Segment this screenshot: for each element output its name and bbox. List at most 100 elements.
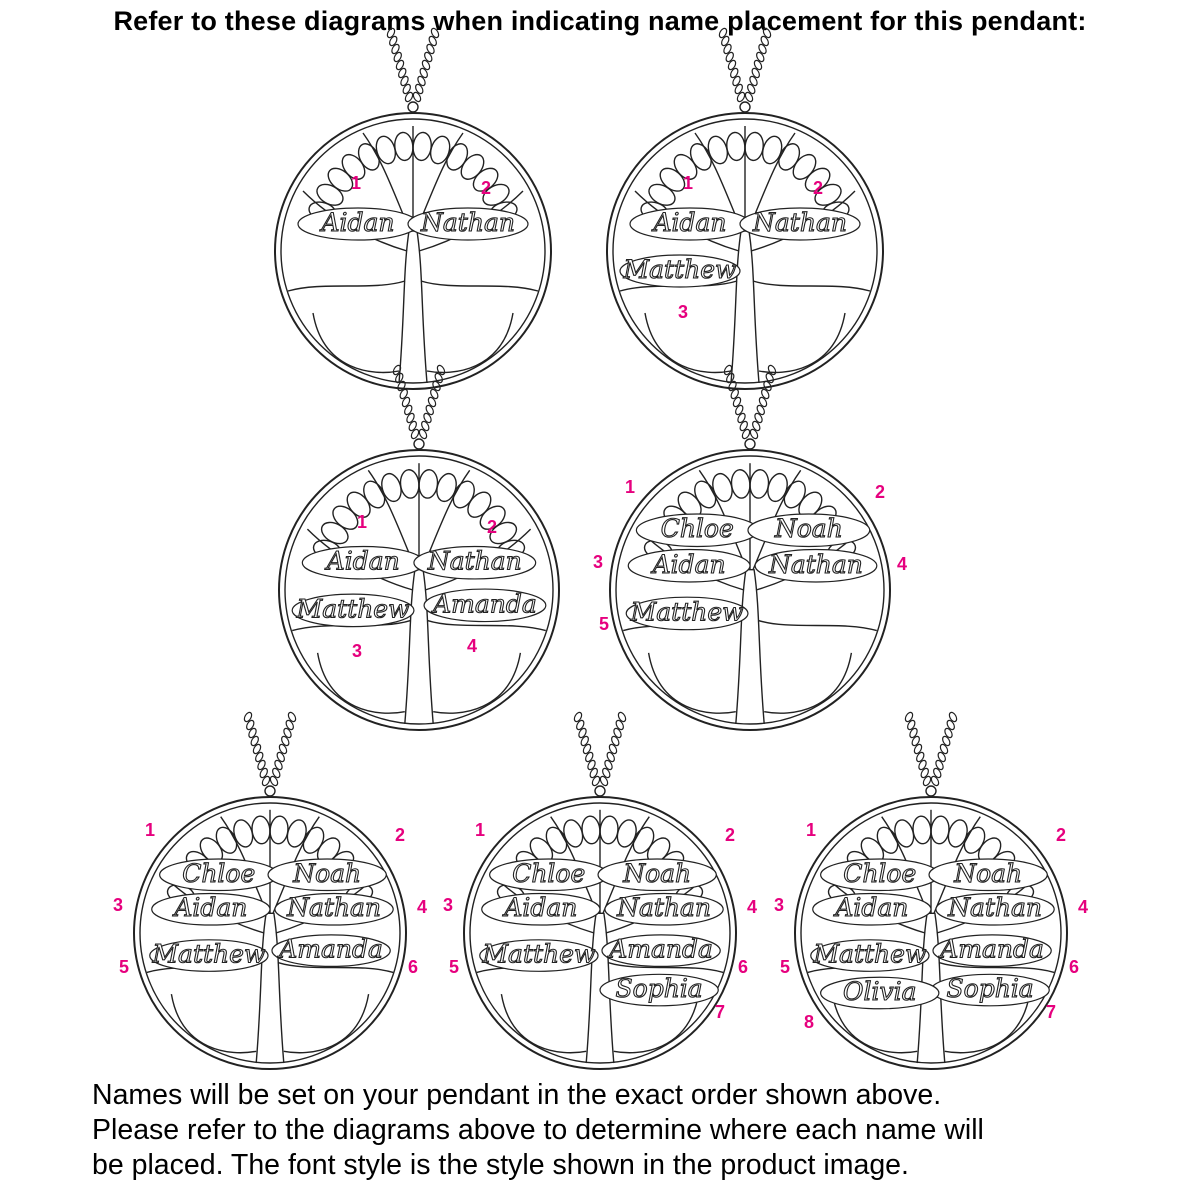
order-number-1: 1 bbox=[357, 512, 367, 532]
pendant-inner-ring bbox=[612, 118, 878, 384]
order-number-1: 1 bbox=[683, 173, 693, 193]
pendant-outer-ring bbox=[463, 796, 737, 1070]
bail-ring bbox=[413, 438, 425, 450]
name-plaque bbox=[810, 939, 930, 972]
name-noah: Noah bbox=[292, 859, 361, 888]
bail-ring bbox=[925, 785, 937, 797]
name-plaque bbox=[423, 588, 547, 623]
tree-icon bbox=[287, 126, 539, 384]
name-plaque bbox=[481, 892, 601, 926]
name-plaque bbox=[291, 593, 415, 628]
order-number-4: 4 bbox=[747, 897, 757, 917]
page-title: Refer to these diagrams when indicating … bbox=[113, 6, 1087, 36]
pendant-outer-ring bbox=[278, 449, 560, 731]
pendant-outer-ring bbox=[606, 112, 884, 390]
order-number-3: 3 bbox=[443, 895, 453, 915]
name-plaque bbox=[413, 545, 537, 580]
order-number-1: 1 bbox=[806, 820, 816, 840]
name-plaque bbox=[754, 548, 878, 583]
name-aidan: Aidan bbox=[651, 208, 726, 237]
order-number-4: 4 bbox=[1078, 897, 1088, 917]
name-nathan: Nathan bbox=[420, 208, 515, 237]
name-noah: Noah bbox=[622, 859, 691, 888]
pendant-outer-ring bbox=[609, 449, 891, 731]
order-number-3: 3 bbox=[113, 895, 123, 915]
name-plaque bbox=[820, 976, 940, 1010]
order-number-8: 8 bbox=[804, 1012, 814, 1032]
name-plaque bbox=[627, 548, 751, 583]
pendant-outer-ring bbox=[274, 112, 552, 390]
name-chloe: Chloe bbox=[661, 514, 734, 543]
chain-icon bbox=[573, 711, 627, 787]
note-line-3: be placed. The font style is the style s… bbox=[92, 1149, 909, 1181]
name-amanda: Amanda bbox=[607, 935, 713, 964]
name-plaque bbox=[274, 892, 394, 926]
name-nathan: Nathan bbox=[752, 208, 847, 237]
name-aidan: Aidan bbox=[172, 893, 247, 922]
bail-ring bbox=[264, 785, 276, 797]
bail-ring bbox=[744, 438, 756, 450]
order-number-2: 2 bbox=[725, 825, 735, 845]
order-number-1: 1 bbox=[145, 820, 155, 840]
order-number-3: 3 bbox=[678, 302, 688, 322]
order-number-2: 2 bbox=[487, 517, 497, 537]
bail-ring bbox=[739, 101, 751, 113]
chain-icon bbox=[243, 711, 297, 787]
chain-icon bbox=[386, 27, 440, 103]
name-noah: Noah bbox=[774, 514, 843, 543]
name-plaque bbox=[739, 207, 861, 241]
name-nathan: Nathan bbox=[616, 893, 711, 922]
name-noah: Noah bbox=[953, 859, 1022, 888]
pendant-outer-ring bbox=[794, 796, 1068, 1070]
order-number-2: 2 bbox=[875, 482, 885, 502]
name-plaque bbox=[407, 207, 529, 241]
order-number-1: 1 bbox=[475, 820, 485, 840]
name-matthew: Matthew bbox=[623, 255, 737, 284]
name-plaque bbox=[597, 858, 717, 892]
order-number-6: 6 bbox=[1069, 957, 1079, 977]
order-number-7: 7 bbox=[1046, 1002, 1056, 1022]
name-nathan: Nathan bbox=[286, 893, 381, 922]
order-number-6: 6 bbox=[408, 957, 418, 977]
placement-note: Names will be set on your pendant in the… bbox=[92, 1078, 1152, 1183]
name-sophia: Sophia bbox=[947, 974, 1034, 1003]
name-nathan: Nathan bbox=[768, 550, 863, 579]
name-plaque bbox=[267, 858, 387, 892]
name-plaque bbox=[935, 892, 1055, 926]
name-matthew: Matthew bbox=[296, 594, 410, 623]
name-plaque bbox=[599, 973, 719, 1007]
name-aidan: Aidan bbox=[833, 893, 908, 922]
order-number-2: 2 bbox=[481, 178, 491, 198]
order-number-4: 4 bbox=[897, 554, 907, 574]
order-number-2: 2 bbox=[1056, 825, 1066, 845]
order-number-1: 1 bbox=[351, 173, 361, 193]
tree-icon bbox=[623, 463, 877, 724]
name-plaque bbox=[747, 513, 871, 548]
name-plaque bbox=[151, 892, 271, 926]
order-number-4: 4 bbox=[467, 636, 477, 656]
name-chloe: Chloe bbox=[512, 859, 585, 888]
bail-ring bbox=[594, 785, 606, 797]
chain-icon bbox=[904, 711, 958, 787]
pendant-inner-ring bbox=[280, 118, 546, 384]
name-matthew: Matthew bbox=[812, 940, 926, 969]
name-amanda: Amanda bbox=[938, 935, 1044, 964]
name-plaque bbox=[812, 892, 932, 926]
chain-icon bbox=[723, 364, 777, 440]
name-aidan: Aidan bbox=[651, 550, 726, 579]
note-line-1: Names will be set on your pendant in the… bbox=[92, 1079, 942, 1111]
name-plaque bbox=[271, 934, 391, 968]
name-matthew: Matthew bbox=[630, 597, 744, 626]
pendant-outer-ring bbox=[133, 796, 407, 1070]
note-line-2: Please refer to the diagrams above to de… bbox=[92, 1114, 984, 1146]
name-chloe: Chloe bbox=[182, 859, 255, 888]
name-plaque bbox=[928, 858, 1048, 892]
pendant-inner-ring bbox=[800, 802, 1062, 1064]
